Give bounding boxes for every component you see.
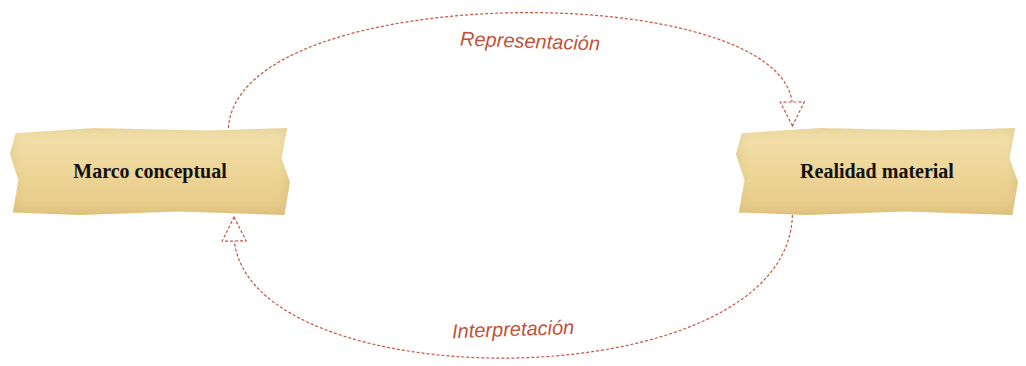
tape-label: Realidad material [736,128,1018,215]
arrow-head [780,102,804,126]
arrow-line [228,13,792,128]
node-title: Marco conceptual [73,160,227,183]
edge-label: Representación [457,27,604,55]
node-title: Realidad material [800,160,954,183]
arrow-head [222,217,246,241]
cycle-arrow [222,215,792,358]
cycle-arrow [228,13,804,128]
tape-label: Marco conceptual [10,128,290,215]
edge-label: Interpretación [449,316,578,343]
arrow-line [234,215,792,358]
